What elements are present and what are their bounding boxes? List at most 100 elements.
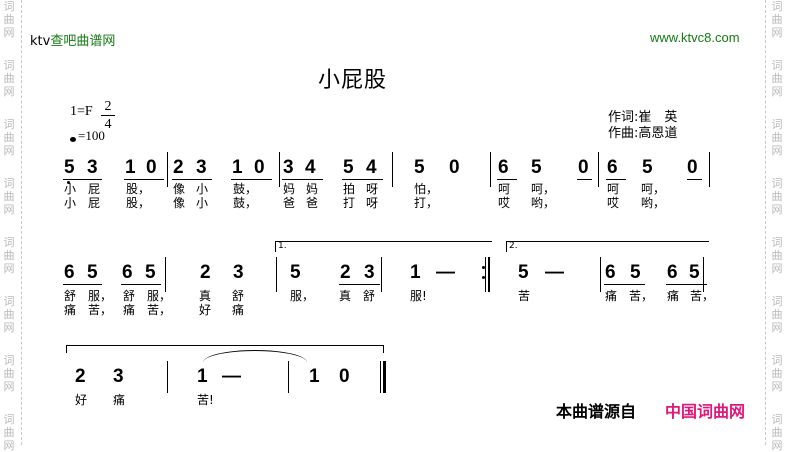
note: 3 [283,157,294,178]
watermark-char: 网 [3,380,15,393]
barline [167,152,168,187]
lyric: 妈 [306,182,319,196]
underline [339,284,380,285]
underline [231,179,272,180]
watermark-char: 曲 [3,72,15,85]
watermark-char: 词 [771,0,783,13]
barline [381,257,382,292]
note: 5 [64,157,75,178]
watermark-char: 网 [3,203,15,216]
watermark-char: 网 [771,85,783,98]
watermark-char: 词 [771,236,783,249]
volta-1-label: 1. [278,241,287,251]
lyric: 怕， [414,182,439,196]
composer: 作曲:高恩道 [608,126,678,141]
lyric: 痛 [123,303,136,317]
watermark-char: 词 [3,0,15,13]
lyric: 舒 [64,289,77,303]
note: 1 [309,366,320,387]
barline [167,361,168,393]
site-name-prefix: ktv [30,34,51,49]
watermark-char: 曲 [771,308,783,321]
watermark-char: 网 [771,439,783,452]
watermark-char: 网 [3,144,15,157]
watermark-char: 曲 [3,308,15,321]
watermark-char: 词 [771,118,783,131]
note: 5 [531,157,542,178]
right-watermark-column: 词曲网词曲网词曲网词曲网词曲网词曲网词曲网词曲网 [770,0,786,452]
underline [342,179,383,180]
site-name-main: 查吧曲谱网 [50,34,116,49]
note: 5 [689,262,700,283]
dash-note: — [545,262,564,283]
site-url[interactable]: www.ktvc8.com [650,30,740,45]
lower-octave-dot [67,181,70,184]
note: 4 [366,157,377,178]
lyric: 哟， [641,196,666,210]
note: 3 [87,157,98,178]
lyric: 好 [75,393,88,407]
barline [288,361,289,393]
time-signature: 2 4 [101,98,115,133]
barline [703,257,704,292]
underline [124,179,164,180]
note: 0 [339,366,350,387]
lyric: 鼓， [233,196,258,210]
watermark-char: 网 [771,144,783,157]
lyric: 苦， [690,289,715,303]
watermark-char: 网 [3,26,15,39]
note: 6 [64,262,75,283]
watermark-group: 词曲网 [770,413,786,452]
watermark-char: 词 [771,177,783,190]
watermark-char: 曲 [3,13,15,26]
note: 1 [197,366,208,387]
note: 5 [642,157,653,178]
lyric: 舒 [232,289,245,303]
lyric: 爸 [306,196,319,210]
watermark-group: 词曲网 [770,354,786,393]
volta-2-label: 2. [509,241,518,251]
lyric: 小 [64,196,77,210]
watermark-char: 曲 [771,13,783,26]
repeat-dot [482,266,485,269]
watermark-char: 词 [3,118,15,131]
watermark-char: 网 [771,321,783,334]
watermark-group: 词曲网 [770,236,786,275]
lyric: 服! [410,289,427,303]
lyric: 舒 [123,289,136,303]
lyric: 打， [414,196,439,210]
note: 2 [340,262,351,283]
barline [383,345,384,353]
note: 1 [410,262,421,283]
underline [172,179,212,180]
lyric: 呵 [607,182,620,196]
lyric: 服， [147,289,172,303]
site-name[interactable]: ktv查吧曲谱网 [30,30,115,49]
watermark-group: 词曲网 [770,118,786,157]
lyric: 呵 [498,182,511,196]
quarter-note-icon [70,137,76,142]
underline [687,179,702,180]
watermark-char: 网 [3,439,15,452]
watermark-group: 词曲网 [2,295,18,334]
watermark-char: 网 [771,26,783,39]
note: 5 [290,262,301,283]
repeat-dot [482,276,485,279]
dash-note: — [436,262,455,283]
key-signature: 1=F [70,104,93,119]
note: 2 [75,366,86,387]
lyric: 舒 [363,289,376,303]
source-site-link[interactable]: 中国词曲网 [665,402,746,421]
lyric: 呵， [531,182,556,196]
watermark-char: 网 [3,321,15,334]
underline [497,179,517,180]
barline [383,361,386,393]
watermark-char: 词 [771,295,783,308]
lyric: 痛 [667,289,680,303]
note: 2 [173,157,184,178]
watermark-char: 网 [3,262,15,275]
watermark-group: 词曲网 [770,295,786,334]
lyric: 小 [64,182,77,196]
left-margin-line [21,0,22,445]
lyric: 呀 [366,196,379,210]
